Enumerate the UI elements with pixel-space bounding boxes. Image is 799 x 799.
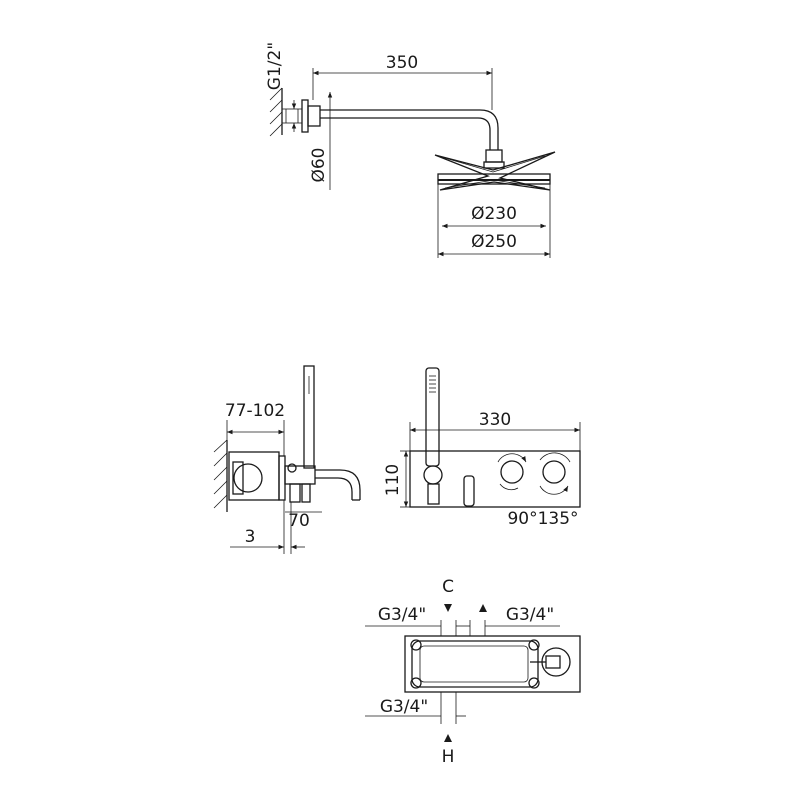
conn-bottom-label: G3/4" bbox=[380, 697, 428, 717]
thread-label: G1/2" bbox=[265, 42, 285, 90]
conn-right-top-label: G3/4" bbox=[506, 605, 554, 625]
label-c: C bbox=[442, 577, 454, 597]
flange-offset-label: 3 bbox=[245, 527, 256, 547]
head-diameter-inner-label: Ø230 bbox=[471, 204, 517, 224]
thread-nipple bbox=[281, 108, 303, 124]
hand-shower-holder bbox=[303, 365, 315, 469]
hand-shower-nozzles bbox=[429, 375, 436, 393]
inlet-h-arrow bbox=[444, 734, 452, 742]
box-cavity bbox=[411, 640, 539, 688]
shower-head bbox=[434, 151, 556, 191]
concealed-box-view: C G3/4" G3/4" G3/4" H bbox=[365, 577, 581, 767]
cover-plate bbox=[409, 450, 581, 508]
outlet-arrow bbox=[479, 604, 487, 612]
mixer-front-view: 330 110 90°135° bbox=[383, 367, 581, 529]
wall-hatch bbox=[269, 87, 283, 137]
flow-knob bbox=[542, 460, 566, 484]
projection-label: 77-102 bbox=[225, 401, 285, 421]
flange-diameter-label: Ø60 bbox=[309, 147, 329, 182]
width-label: 330 bbox=[479, 410, 511, 430]
conn-left-top-label: G3/4" bbox=[378, 605, 426, 625]
diverter-body bbox=[284, 465, 316, 485]
inlet-c-arrow bbox=[444, 604, 452, 612]
temperature-knob bbox=[500, 460, 524, 484]
spout-front bbox=[463, 475, 475, 507]
side-wall-hatch bbox=[213, 439, 228, 509]
mixer-side-view: 77-102 70 3 bbox=[213, 365, 361, 554]
height-label: 110 bbox=[383, 464, 403, 496]
spout bbox=[315, 469, 361, 500]
shower-head-view: Ø230 Ø250 350 G1/2" Ø60 bbox=[265, 42, 556, 258]
label-h: H bbox=[442, 747, 455, 767]
arm-length-label: 350 bbox=[386, 53, 418, 73]
concealed-body bbox=[228, 451, 280, 501]
head-connector bbox=[485, 149, 503, 163]
flange-collar bbox=[307, 105, 321, 127]
box-outline bbox=[404, 635, 581, 693]
hose-connector bbox=[423, 465, 443, 485]
head-diameter-outer-label: Ø250 bbox=[471, 232, 517, 252]
shower-arm bbox=[320, 109, 499, 150]
spout-depth-label: 70 bbox=[288, 511, 310, 531]
wall-flange bbox=[301, 99, 309, 133]
rotation-label: 90°135° bbox=[507, 509, 578, 529]
